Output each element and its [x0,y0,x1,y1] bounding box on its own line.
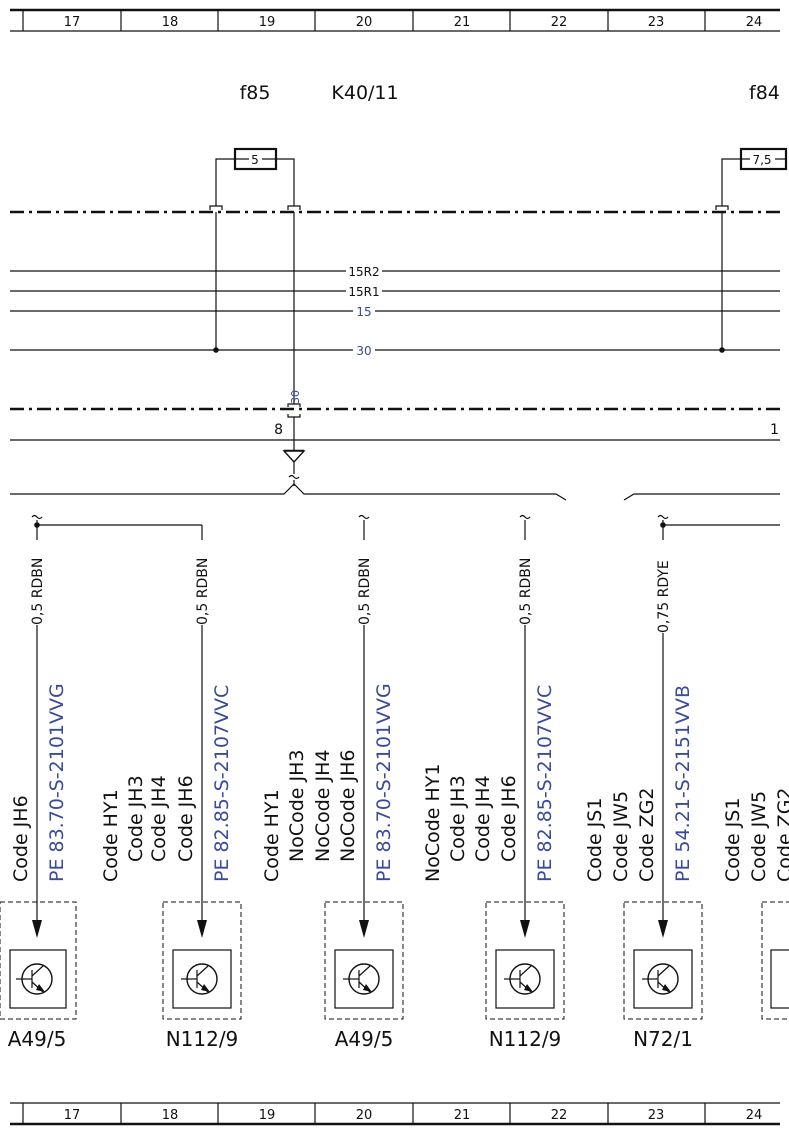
wire-label-30: 30 [289,390,302,404]
code-condition: Code JH4 [148,775,170,862]
code-condition: Code ZG2 [774,787,789,882]
grid-col-19: 19 [259,1108,276,1123]
code-conditions: Code JH6 Code HY1 Code JH3 Code JH4 Code… [10,750,789,883]
branch-lines [32,625,668,938]
bus-label-15R2: 15R2 [348,265,379,279]
grid-col-20: 20 [356,1108,373,1123]
bus-lines: 15R2 15R1 15 30 [10,265,780,358]
transistor-icon [16,963,53,995]
component-label[interactable]: N112/9 [489,1027,562,1051]
part-reference-link[interactable]: PE 83.70-S-2101VVG [46,683,68,882]
code-condition: Code JH6 [175,775,197,862]
pin-label-1: 1 [770,422,779,438]
component-label[interactable]: A49/5 [335,1027,394,1051]
code-condition: Code JH4 [472,775,494,862]
pin-label-8: 8 [274,422,283,438]
wire-spec: 0,5 RDBN [195,558,211,625]
wire-spec: 0,5 RDBN [518,558,534,625]
harness-brace-left [10,483,567,501]
code-condition: Code HY1 [100,789,122,882]
fuse-label-f85: f85 [240,82,271,104]
part-reference-link[interactable]: PE 82.85-S-2107VVC [534,685,556,882]
connector-30: 30 8 1 [274,390,779,450]
code-condition: Code JW5 [748,791,770,882]
grid-col-23: 23 [648,1108,665,1123]
grid-col-23: 23 [648,15,665,30]
grid-top: 17 18 19 20 21 22 23 24 [10,8,780,32]
code-condition: NoCode JH4 [312,750,334,863]
junction-dot [213,347,219,353]
part-reference-link[interactable]: PE 83.70-S-2101VVG [373,683,395,882]
fuse-icon: 5 [209,147,301,210]
code-condition: Code HY1 [261,789,283,882]
code-condition: Code ZG2 [636,787,658,882]
fuse-value: 7,5 [752,153,771,167]
part-reference-link[interactable]: PE 82.85-S-2107VVC [211,685,233,882]
grid-col-20: 20 [356,15,373,30]
bus-label-15: 15 [356,305,371,319]
grid-col-22: 22 [551,1108,568,1123]
component-boxes [0,901,789,1020]
wire-spec: 0,75 RDYE [656,560,672,633]
grid-col-21: 21 [454,15,471,30]
grid-col-22: 22 [551,15,568,30]
transistor-icon [343,963,380,995]
code-condition: Code JW5 [610,791,632,882]
grid-col-17: 17 [64,15,81,30]
component-label[interactable]: A49/5 [8,1027,67,1051]
grid-col-24: 24 [746,1108,763,1123]
fuse-label-f84: f84 [749,82,780,104]
bus-label-15R1: 15R1 [348,285,379,299]
code-condition: Code JS1 [584,798,606,882]
grid-col-18: 18 [162,1108,179,1123]
wire-spec: 0,5 RDBN [30,558,46,625]
transistor-icon [181,963,218,995]
grid-col-18: 18 [162,15,179,30]
relay-label: K40/11 [331,82,398,104]
component-label[interactable]: N72/1 [633,1027,693,1051]
grid-bottom: 17 18 19 20 21 22 23 24 [10,1102,780,1126]
code-condition: Code JH6 [10,795,32,882]
code-condition: Code JS1 [722,798,744,882]
fuse-icon: 7,5 [715,147,788,210]
transistor-icon [642,963,679,995]
bus-label-30: 30 [356,344,371,358]
code-condition: NoCode HY1 [422,764,444,883]
code-condition: NoCode JH3 [286,750,308,863]
grid-col-24: 24 [746,15,763,30]
code-condition: Code JH3 [125,775,147,862]
grid-col-17: 17 [64,1108,81,1123]
code-condition: Code JH6 [498,775,520,862]
code-condition: Code JH3 [447,775,469,862]
harness-brace-right [623,493,780,501]
code-condition: NoCode JH6 [337,750,359,863]
component-label[interactable]: N112/9 [166,1027,239,1051]
grid-col-21: 21 [454,1108,471,1123]
junction-dot [719,347,725,353]
transistor-icon [504,963,541,995]
wire-spec: 0,5 RDBN [357,558,373,625]
part-reference-link[interactable]: PE 54.21-S-2151VVB [672,685,694,882]
grid-col-19: 19 [259,15,276,30]
connector-triangle-icon [282,449,306,486]
branch-wires [31,514,780,540]
fuse-value: 5 [251,153,259,167]
